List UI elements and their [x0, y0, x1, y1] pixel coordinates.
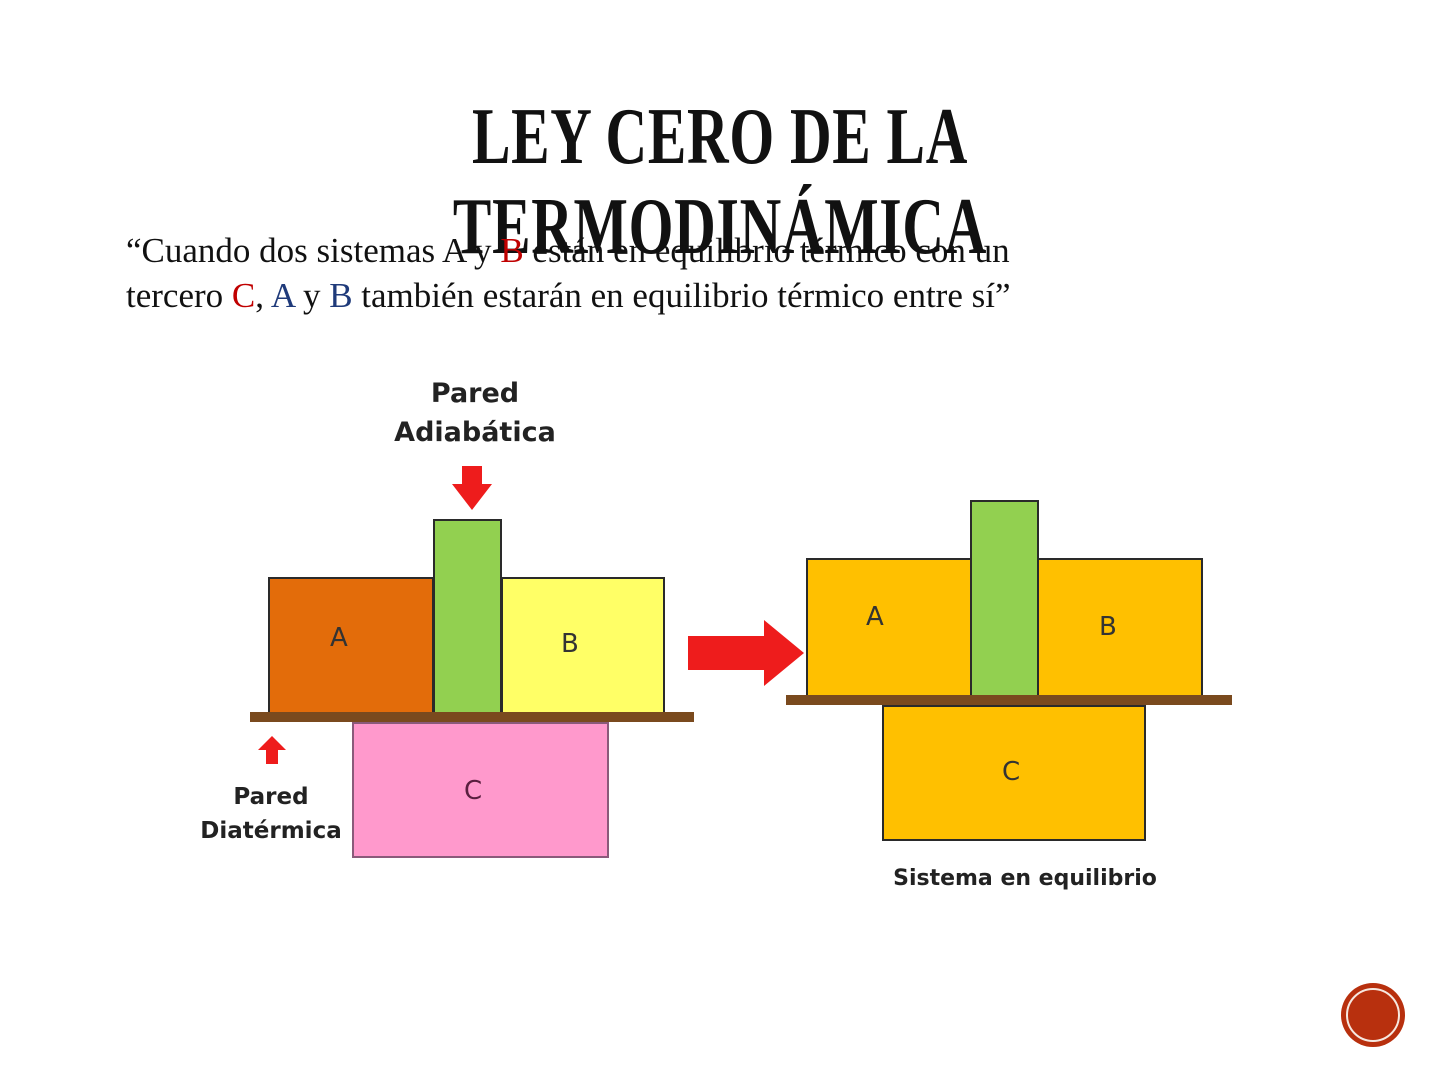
system-b-equilibrium-box: B — [1037, 558, 1203, 697]
system-a-equilibrium-box: A — [806, 558, 972, 697]
slide-nav-button[interactable] — [1342, 984, 1404, 1046]
system-b-label: B — [1099, 612, 1117, 642]
equilibrium-caption: Sistema en equilibrio — [893, 866, 1157, 891]
system-a-label: A — [866, 602, 884, 632]
text-segment-b-blue: B — [329, 276, 353, 315]
label-line: Pared — [430, 378, 520, 409]
arrow-up-icon — [258, 736, 286, 764]
statement-line-1: “Cuando dos sistemas A y B están en equi… — [126, 228, 1326, 273]
system-a-label: A — [330, 623, 348, 653]
adiabatic-wall-label: Pared Adiabática — [380, 374, 570, 452]
statement-line-2: tercero C, A y B también estarán en equi… — [126, 273, 1326, 318]
diathermic-wall-label: Pared Diatérmica — [196, 780, 346, 848]
label-line: Adiabática — [394, 417, 556, 448]
text-segment-c-red: C — [231, 276, 256, 315]
label-line: Pared — [233, 784, 309, 810]
text-segment-a-blue: A — [270, 276, 295, 315]
system-c-box: C — [352, 722, 609, 858]
text-segment: están en equilibrio térmico con un — [523, 231, 1010, 270]
text-segment-b-red: B — [500, 231, 524, 270]
text-segment: también estarán en equilibrio térmico en… — [352, 276, 1011, 315]
text-segment: , — [255, 276, 271, 315]
adiabatic-wall — [433, 519, 502, 714]
system-b-label: B — [561, 629, 579, 659]
diathermic-wall — [250, 712, 694, 722]
adiabatic-wall — [970, 500, 1039, 697]
system-c-label: C — [464, 776, 483, 806]
text-segment: y — [294, 276, 330, 315]
law-statement: “Cuando dos sistemas A y B están en equi… — [126, 228, 1326, 318]
slide-title: LEY CERO DE LA TERMODINÁMICA — [452, 93, 988, 271]
label-line: Diatérmica — [200, 818, 342, 844]
text-segment: tercero — [126, 276, 232, 315]
system-c-label: C — [1002, 757, 1021, 787]
system-c-equilibrium-box: C — [882, 705, 1146, 841]
system-b-box: B — [501, 577, 665, 714]
arrow-down-icon — [452, 466, 492, 510]
arrow-right-icon — [688, 620, 804, 686]
diathermic-wall — [786, 695, 1232, 705]
text-segment: “Cuando dos sistemas A y — [126, 231, 501, 270]
system-a-box: A — [268, 577, 434, 714]
